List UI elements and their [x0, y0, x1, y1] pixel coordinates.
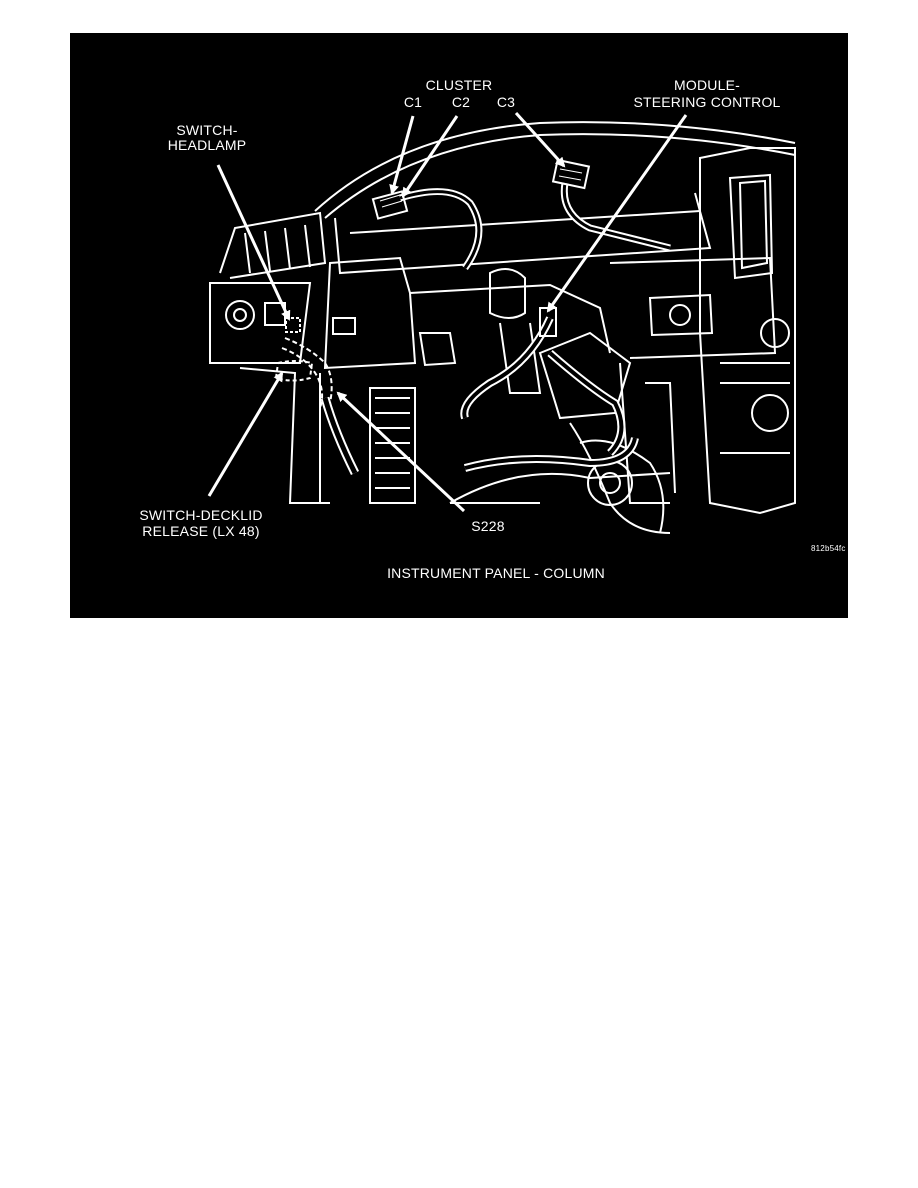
label-headlamp-line2: HEADLAMP — [167, 137, 247, 153]
leader-arrows — [207, 111, 688, 513]
label-c3: C3 — [496, 94, 516, 110]
label-decklid-line2: RELEASE (LX 48) — [142, 523, 260, 539]
hidden-harness-dashed — [281, 337, 333, 409]
connectors — [285, 158, 591, 337]
label-module-line2: STEERING CONTROL — [633, 94, 781, 110]
label-decklid-line1: SWITCH-DECKLID — [139, 507, 263, 523]
label-s228: S228 — [471, 518, 505, 534]
c1-leader-arrow — [389, 115, 415, 195]
headlamp-switch-connector — [285, 317, 301, 333]
label-module-line1: MODULE- — [674, 77, 740, 93]
decklid-leader-arrow — [207, 371, 284, 497]
label-c1: C1 — [403, 94, 423, 110]
label-headlamp-line1: SWITCH- — [176, 122, 238, 138]
label-cluster: CLUSTER — [425, 77, 493, 93]
instrument-panel-illustration — [207, 111, 796, 534]
label-c2: C2 — [451, 94, 471, 110]
cluster-c3-connector — [551, 158, 591, 190]
headlamp-leader-arrow — [216, 164, 291, 321]
module-leader-arrow — [546, 114, 688, 313]
wiring-harness — [320, 182, 671, 476]
decklid-switch-dashed — [274, 360, 314, 382]
figure-code: 812b54fc — [811, 544, 846, 553]
c3-leader-arrow — [514, 111, 566, 168]
s228-leader-arrow — [336, 391, 466, 513]
c2-leader-arrow — [401, 115, 459, 198]
figure-caption: INSTRUMENT PANEL - COLUMN — [387, 565, 605, 581]
dashboard-outline — [209, 121, 796, 534]
diagram-figure: CLUSTER C1 C2 C3 MODULE- STEERING CONTRO… — [70, 33, 848, 618]
cluster-c1-c2-connector — [371, 190, 409, 220]
